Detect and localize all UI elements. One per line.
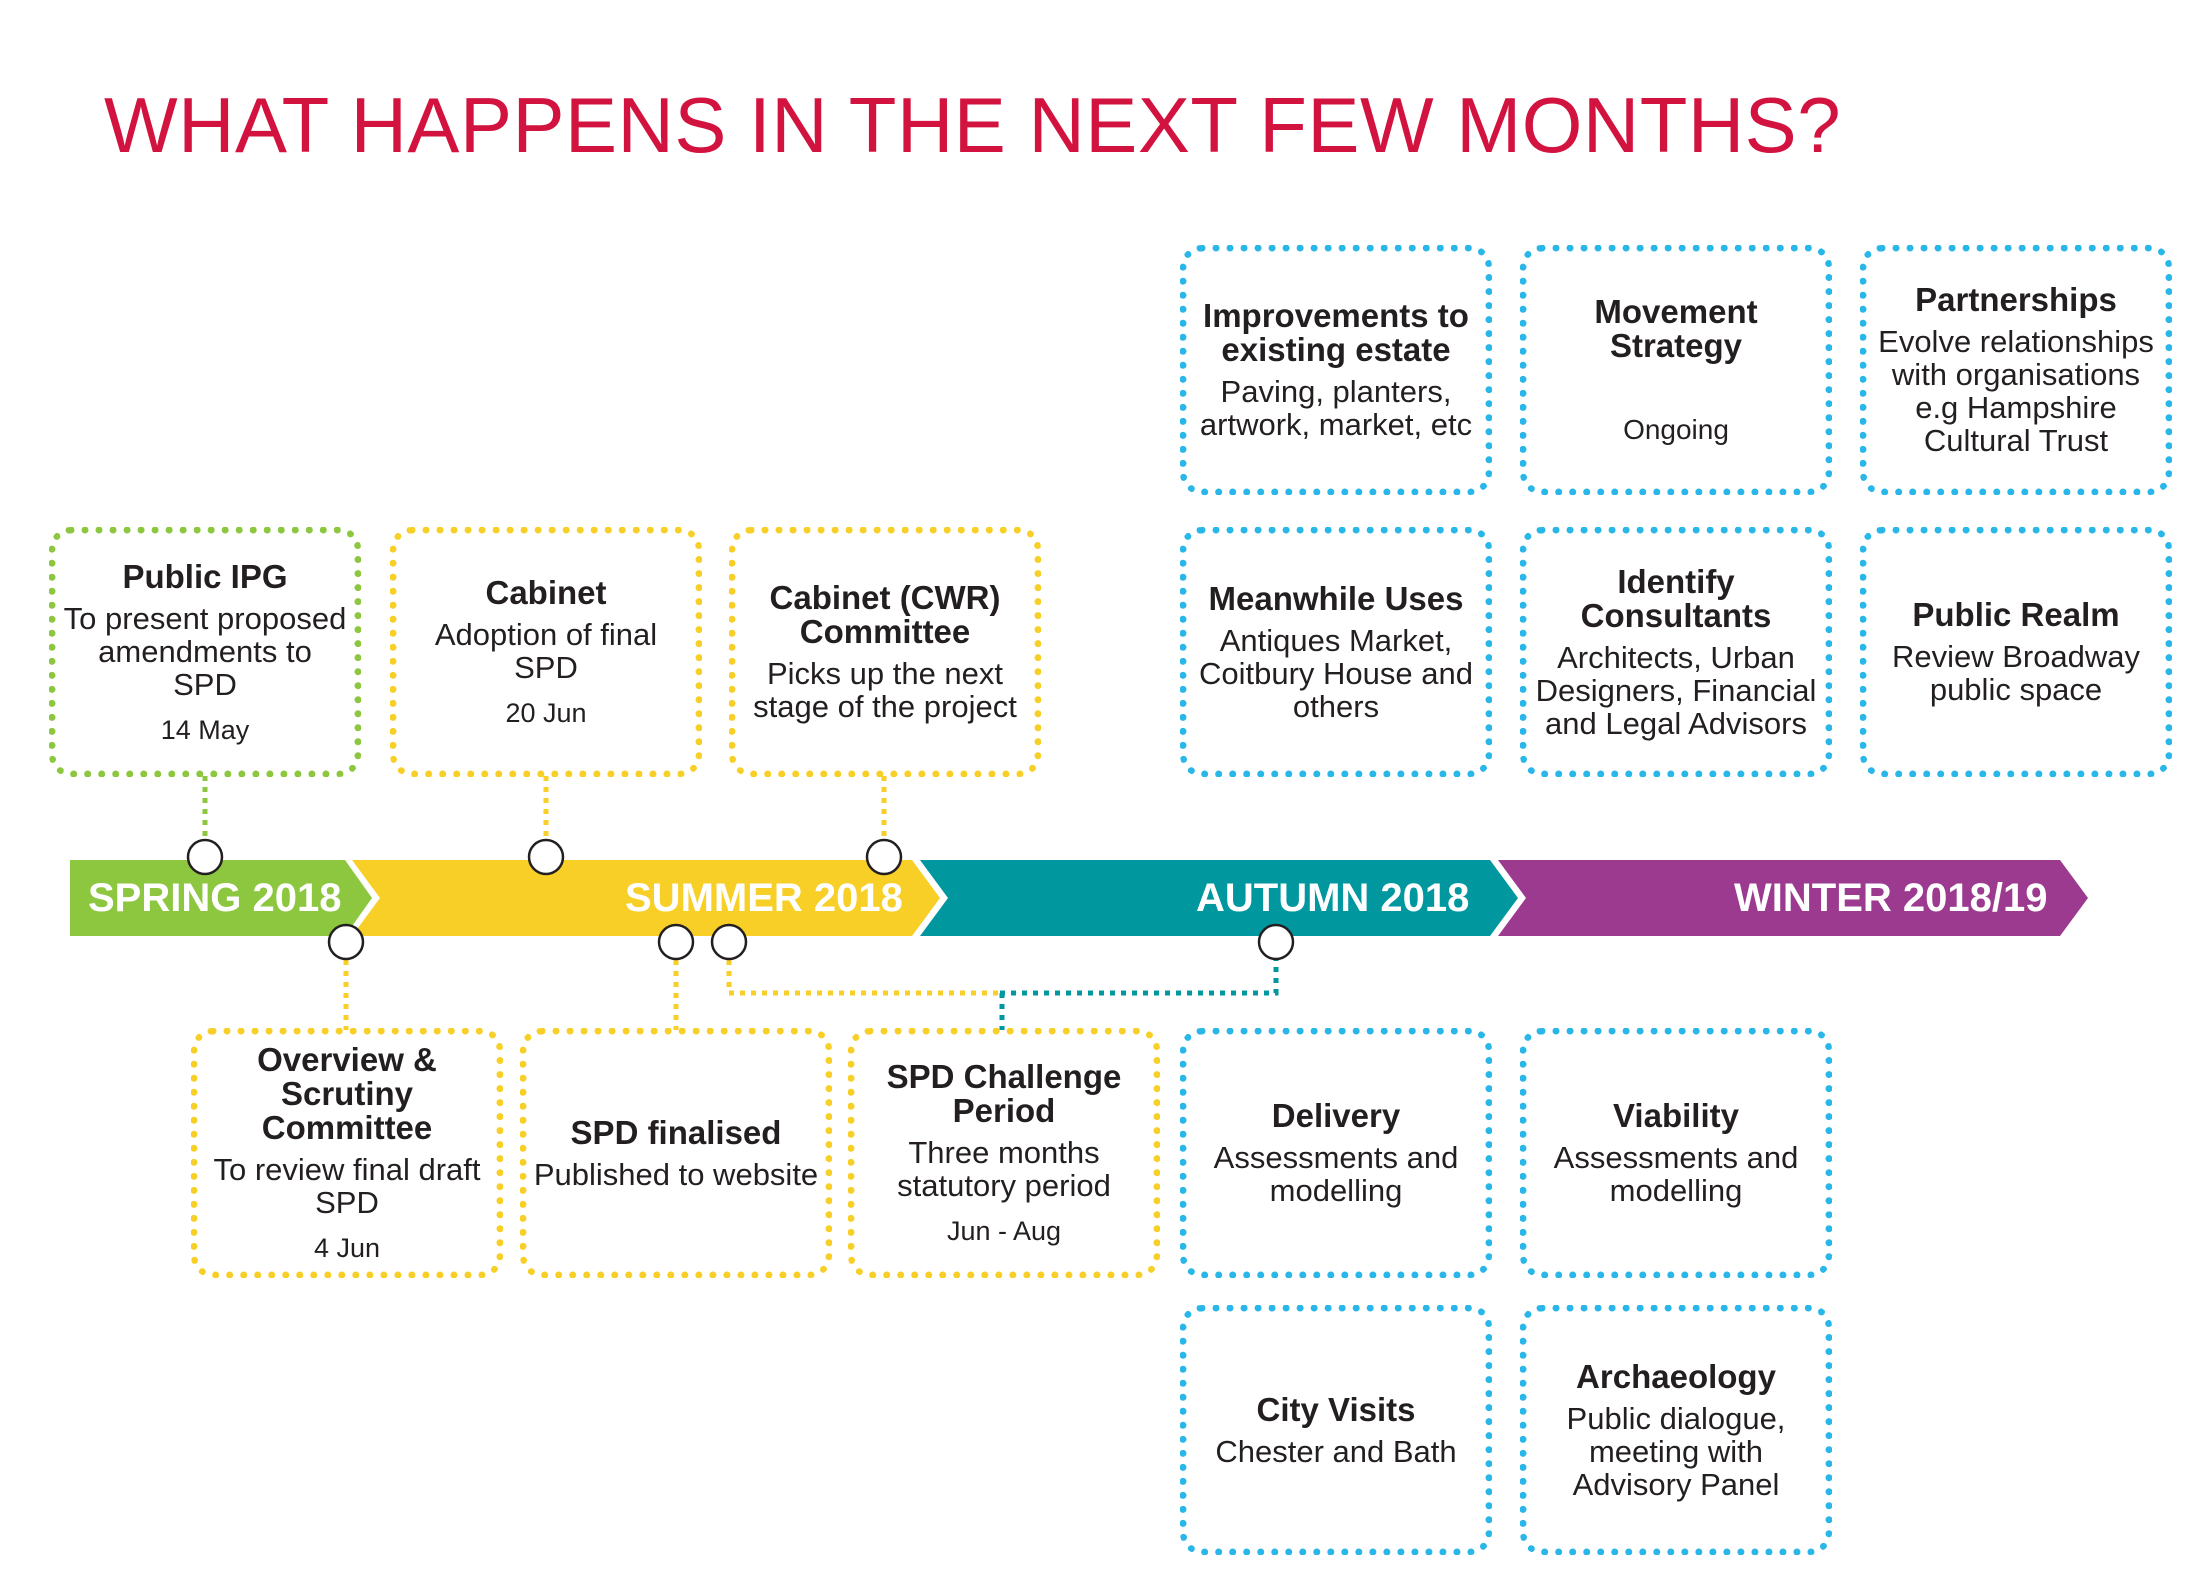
box-date: Jun - Aug (946, 1216, 1062, 1246)
milestone-spd-finalised (657, 923, 695, 961)
summer-band (352, 860, 940, 936)
winter-band (1498, 860, 2088, 936)
autumn-band (920, 860, 1518, 936)
season-label-summer: SUMMER 2018 (625, 876, 903, 920)
box-title: Identify Consultants (1580, 562, 1772, 634)
box-date: 14 May (160, 714, 250, 745)
box-title: Viability (1613, 1097, 1739, 1134)
box-description: To present proposed amendments to SPD (63, 600, 347, 702)
box-title: Cabinet (485, 574, 607, 611)
box-description: To review final draft SPD (213, 1152, 481, 1220)
season-label-winter: WINTER 2018/19 (1734, 876, 2048, 920)
milestone-4-jun (327, 923, 365, 961)
box-description: Picks up the next stage of the project (753, 656, 1017, 724)
box-description: Ongoing (1623, 413, 1729, 445)
box-title: Improvements to existing estate (1203, 297, 1469, 368)
season-label-spring: SPRING 2018 (88, 876, 342, 920)
connector-challenge-start (726, 960, 1000, 996)
workstream-box-identify-consultants: Identify Consultants Architects, Urban D… (1520, 527, 1832, 777)
box-description: Architects, Urban Designers, Financial a… (1535, 639, 1817, 741)
box-description: Assessments and modelling (1553, 1140, 1799, 1208)
box-title: Meanwhile Uses (1208, 579, 1464, 617)
box-title: Overview & Scrutiny Committee (257, 1041, 437, 1146)
box-title: City Visits (1256, 1390, 1416, 1428)
box-title: Public Realm (1912, 596, 2120, 633)
milestone-challenge-start (710, 923, 748, 961)
box-description: Published to website (533, 1156, 819, 1192)
box-description: Paving, planters, artwork, market, etc (1199, 374, 1473, 442)
workstream-box-archaeology: Archaeology Public dialogue, meeting wit… (1520, 1305, 1832, 1555)
milestone-box-spd-challenge: SPD Challenge Period Three months statut… (848, 1028, 1160, 1278)
workstream-box-public-realm: Public Realm Review Broadway public spac… (1860, 527, 2172, 777)
milestone-20-jun (527, 838, 565, 876)
box-title: Archaeology (1576, 1357, 1776, 1395)
workstream-box-meanwhile-uses: Meanwhile Uses Antiques Market, Coitbury… (1180, 527, 1492, 777)
workstream-box-movement-strategy: Movement Strategy Ongoing (1520, 245, 1832, 495)
box-description: Assessments and modelling (1213, 1140, 1459, 1208)
box-date: 4 Jun (313, 1233, 381, 1263)
box-date: 20 Jun (505, 698, 587, 728)
workstream-box-improvements: Improvements to existing estate Paving, … (1180, 245, 1492, 495)
milestone-14-may (186, 838, 224, 876)
milestone-box-spd-finalised: SPD finalised Published to website (520, 1028, 832, 1278)
box-title: Movement Strategy (1594, 292, 1758, 364)
box-title: SPD finalised (570, 1113, 782, 1151)
spring-band (70, 860, 372, 936)
milestone-box-cabinet-cwr: Cabinet (CWR) Committee Picks up the nex… (729, 527, 1041, 777)
season-label-autumn: AUTUMN 2018 (1196, 876, 1470, 920)
workstream-box-city-visits: City Visits Chester and Bath (1180, 1305, 1492, 1555)
page-title: WHAT HAPPENS IN THE NEXT FEW MONTHS? (104, 81, 1842, 169)
box-description: Evolve relationships with organisations … (1878, 324, 2154, 458)
box-title: Cabinet (CWR) Committee (769, 579, 1001, 650)
workstream-box-delivery: Delivery Assessments and modelling (1180, 1028, 1492, 1278)
box-description: Antiques Market, Coitbury House and othe… (1199, 622, 1473, 724)
milestone-cwr (865, 838, 903, 876)
box-description: Public dialogue, meeting with Advisory P… (1566, 1400, 1786, 1502)
milestone-box-overview-scrutiny: Overview & Scrutiny Committee To review … (191, 1028, 503, 1278)
milestone-box-cabinet: Cabinet Adoption of final SPD 20 Jun (390, 527, 702, 777)
box-title: Public IPG (122, 557, 288, 595)
box-description: Three months statutory period (897, 1135, 1111, 1203)
box-description: Chester and Bath (1215, 1433, 1457, 1469)
box-description: Review Broadway public space (1891, 639, 2141, 707)
workstream-box-partnerships: Partnerships Evolve relationships with o… (1860, 245, 2172, 495)
box-title: Delivery (1271, 1097, 1401, 1134)
box-description: Adoption of final SPD (434, 617, 658, 685)
workstream-box-viability: Viability Assessments and modelling (1520, 1028, 1832, 1278)
connector-challenge-end (1000, 960, 1279, 996)
box-title: SPD Challenge Period (886, 1058, 1122, 1129)
box-title: Partnerships (1915, 281, 2117, 318)
milestone-challenge-end (1257, 923, 1295, 961)
milestone-box-public-ipg: Public IPG To present proposed amendment… (49, 527, 361, 777)
